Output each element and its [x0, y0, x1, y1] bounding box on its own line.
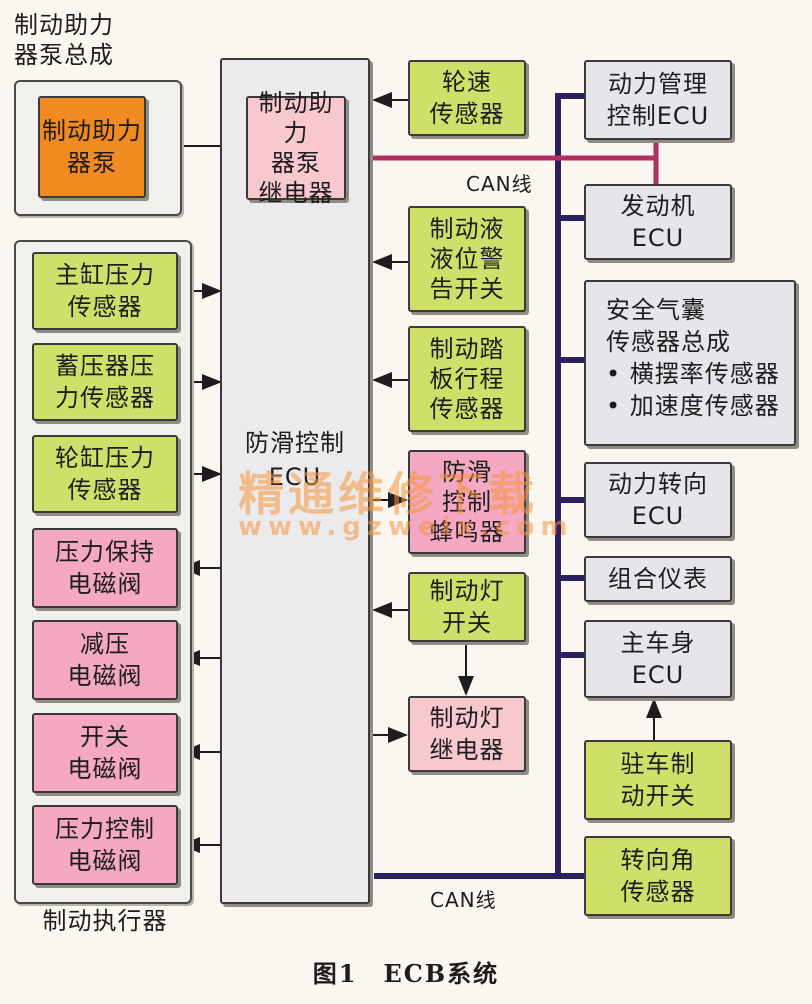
- figure-caption: 图1 ECB系统: [312, 959, 500, 988]
- watermark-url: www.gzweix.com: [238, 512, 574, 542]
- fluid-level-warning-switch: 制动液 液位警 告开关: [408, 206, 526, 312]
- pedal-stroke-sensor: 制动踏 板行程 传感器: [408, 326, 526, 432]
- pressure-hold-valve: 压力保持 电磁阀: [32, 528, 178, 608]
- watermark-text: 精通维修下载: [238, 467, 538, 521]
- pump-relay: 制动助力 器泵 继电器: [246, 89, 346, 207]
- brake-actuator-label: 制动执行器: [42, 907, 168, 935]
- airbag-item-accel: • 加速度传感器: [606, 392, 780, 420]
- engine-ecu: 发动机 ECU: [584, 184, 732, 260]
- power-management-ecu: 动力管理 控制ECU: [584, 60, 732, 140]
- pressure-reduce-valve: 减压 电磁阀: [32, 620, 178, 700]
- main-body-ecu: 主车身 ECU: [584, 620, 732, 698]
- brake-booster-pump: 制动助力 器泵: [38, 96, 146, 198]
- skid-control-ecu-label: 防滑控制 ECU: [245, 429, 345, 491]
- can-line-label-bottom: CAN线: [430, 888, 497, 912]
- parking-brake-switch: 驻车制 动开关: [584, 740, 732, 820]
- pump-assembly-label: 制动助力 器泵总成: [14, 11, 114, 69]
- combination-meter: 组合仪表: [584, 556, 732, 602]
- wheel-speed-sensor: 轮速 传感器: [408, 60, 526, 136]
- accumulator-pressure-sensor: 蓄压器压 力传感器: [32, 343, 178, 421]
- stop-light-switch: 制动灯 开关: [408, 572, 526, 642]
- airbag-item-yaw: • 横摆率传感器: [606, 360, 780, 388]
- airbag-title: 安全气囊 传感器总成: [606, 296, 731, 356]
- power-steering-ecu: 动力转向 ECU: [584, 462, 732, 538]
- switch-valve: 开关 电磁阀: [32, 713, 178, 793]
- master-cylinder-pressure-sensor: 主缸压力 传感器: [32, 252, 178, 330]
- stop-light-relay: 制动灯 继电器: [408, 696, 526, 772]
- wheel-cylinder-pressure-sensor: 轮缸压力 传感器: [32, 435, 178, 513]
- skid-control-buzzer: 防滑 控制 蜂鸣器: [408, 450, 526, 554]
- steering-angle-sensor: 转向角 传感器: [584, 836, 732, 916]
- pressure-control-valve: 压力控制 电磁阀: [32, 805, 178, 885]
- airbag-sensor-assembly: 安全气囊 传感器总成 • 横摆率传感器 • 加速度传感器: [584, 280, 796, 446]
- can-line-label-top: CAN线: [466, 172, 533, 196]
